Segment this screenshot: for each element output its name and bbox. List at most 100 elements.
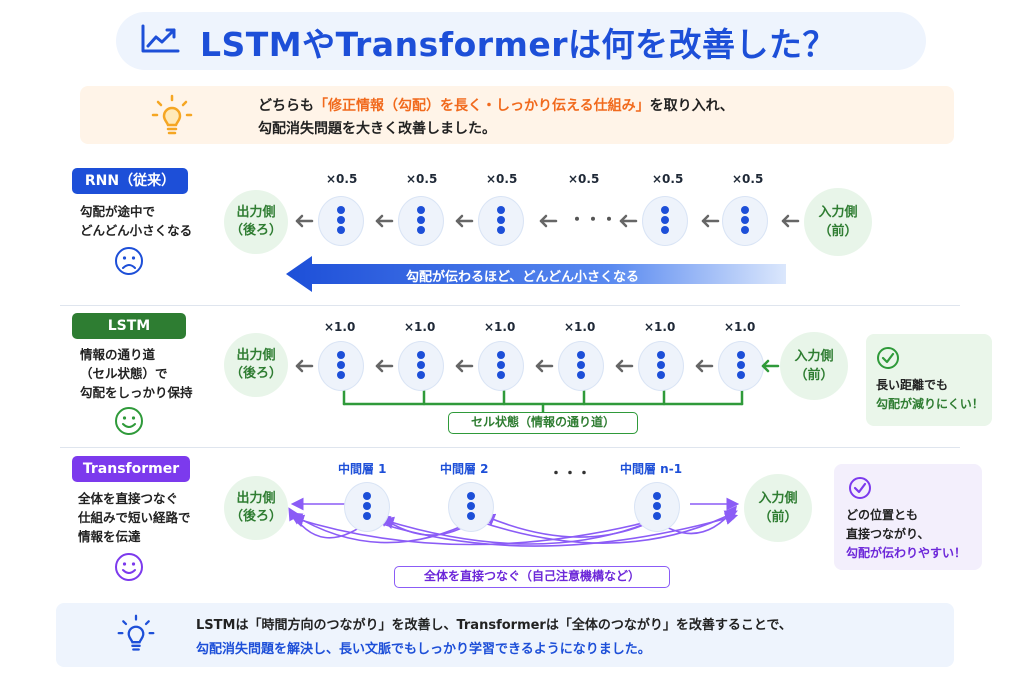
node-dot	[497, 216, 505, 224]
transformer-layer-node	[344, 482, 390, 532]
node-dot	[363, 512, 371, 520]
summary-line-1: LSTMは「時間方向のつながり」を改善し、Transformerは「全体のつなが…	[196, 618, 792, 633]
intro-text: どちらも	[258, 98, 314, 114]
node-dot	[741, 206, 749, 214]
rnn-input-node: 入力側 （前）	[804, 188, 872, 256]
left-arrow-icon	[295, 214, 314, 228]
node-dot	[417, 361, 425, 369]
left-arrow-icon	[375, 214, 394, 228]
left-arrow-icon	[615, 359, 634, 373]
section-divider	[60, 447, 960, 448]
check-circle-icon	[877, 347, 899, 369]
node-dot	[337, 351, 345, 359]
node-dot	[497, 351, 505, 359]
lstm-note-box	[866, 334, 992, 426]
page-title: LSTMやTransformerは何を改善した？	[200, 25, 837, 64]
intro-line-1: どちらも「修正情報（勾配）を長く・しっかり伝える仕組み」を取り入れ、	[258, 95, 734, 115]
node-dot	[417, 216, 425, 224]
node-dot	[741, 226, 749, 234]
lstm-hidden-node	[718, 341, 764, 391]
rnn-output-node: 出力側 （後ろ）	[224, 190, 288, 254]
summary-line-2: 勾配消失問題を解決し、長い文脈でもしっかり学習できるようになりました。	[196, 642, 651, 657]
lstm-output-node: 出力側 （後ろ）	[224, 333, 288, 397]
lstm-desc-line: （セル状態）で	[80, 366, 168, 381]
node-dot	[657, 351, 665, 359]
rnn-multiplier: ×0.5	[652, 172, 684, 186]
left-arrow-icon	[535, 359, 554, 373]
left-arrow-icon	[695, 359, 714, 373]
left-arrow-icon	[781, 214, 800, 228]
transformer-layer-node	[634, 482, 680, 532]
input-label: 入力側	[794, 349, 834, 364]
input-sublabel: （前）	[794, 368, 834, 383]
node-dot	[467, 512, 475, 520]
lstm-description: 情報の通り道 （セル状態）で 勾配をしっかり保持	[80, 345, 193, 402]
lstm-multiplier: ×1.0	[324, 320, 356, 334]
node-dot	[741, 216, 749, 224]
transformer-output-node: 出力側 （後ろ）	[224, 476, 288, 540]
node-dot	[337, 371, 345, 379]
note-line: 勾配が減りにくい！	[876, 397, 984, 411]
lstm-note-text: 長い距離でも 勾配が減りにくい！	[876, 376, 984, 414]
left-arrow-icon	[455, 359, 474, 373]
transformer-desc-line: 情報を伝達	[78, 529, 141, 544]
intro-line-2: 勾配消失問題を大きく改善しました。	[258, 121, 496, 137]
lstm-multiplier: ×1.0	[404, 320, 436, 334]
node-dot	[497, 206, 505, 214]
rnn-desc-line: どんどん小さくなる	[80, 223, 193, 238]
check-circle-icon	[849, 477, 871, 499]
rnn-multiplier: ×0.5	[326, 172, 358, 186]
transformer-layer-label: 中間層 2	[440, 462, 489, 476]
output-sublabel: （後ろ）	[229, 223, 282, 238]
lstm-badge: LSTM	[72, 313, 186, 339]
output-sublabel: （後ろ）	[229, 509, 282, 524]
node-dot	[337, 206, 345, 214]
rnn-multiplier: ×0.5	[732, 172, 764, 186]
lstm-hidden-node	[638, 341, 684, 391]
left-arrow-icon	[375, 359, 394, 373]
left-arrow-icon	[701, 214, 720, 228]
left-arrow-icon	[619, 214, 638, 228]
input-label: 入力側	[758, 491, 798, 506]
intro-highlight: 「修正情報（勾配）を長く・しっかり伝える仕組み」	[314, 98, 650, 114]
node-dot	[417, 226, 425, 234]
node-dot	[737, 351, 745, 359]
node-dot	[653, 502, 661, 510]
left-arrow-icon	[761, 359, 780, 373]
transformer-note-box	[834, 464, 982, 570]
trend-chart-icon	[141, 24, 180, 53]
rnn-hidden-node	[722, 196, 768, 246]
transformer-layer-node	[448, 482, 494, 532]
node-dot	[497, 371, 505, 379]
title-banner	[116, 12, 926, 70]
intro-text: を取り入れ、	[649, 98, 734, 114]
rnn-hidden-node	[398, 196, 444, 246]
node-dot	[417, 371, 425, 379]
gradient-vanishing-arrow	[286, 256, 786, 292]
node-dot	[653, 492, 661, 500]
lstm-hidden-node	[558, 341, 604, 391]
output-sublabel: （後ろ）	[229, 366, 282, 381]
transformer-layer-label: 中間層 n-1	[620, 462, 683, 476]
node-dot	[577, 371, 585, 379]
lstm-multiplier: ×1.0	[644, 320, 676, 334]
rnn-multiplier: ×0.5	[406, 172, 438, 186]
lstm-multiplier: ×1.0	[484, 320, 516, 334]
transformer-desc-line: 仕組みで短い経路で	[78, 510, 191, 525]
transformer-description: 全体を直接つなぐ 仕組みで短い経路で 情報を伝達	[78, 489, 191, 546]
input-label: 入力側	[818, 205, 858, 220]
lstm-hidden-node	[398, 341, 444, 391]
rnn-hidden-node	[318, 196, 364, 246]
node-dot	[661, 226, 669, 234]
node-dot	[657, 371, 665, 379]
note-line: 直接つながり、	[846, 527, 930, 541]
transformer-input-node: 入力側 （前）	[744, 474, 812, 542]
node-dot	[577, 361, 585, 369]
input-sublabel: （前）	[818, 224, 858, 239]
node-dot	[467, 502, 475, 510]
output-label: 出力側	[236, 205, 276, 220]
transformer-desc-line: 全体を直接つなぐ	[78, 491, 179, 506]
note-line: 長い距離でも	[876, 378, 949, 392]
lstm-multiplier: ×1.0	[724, 320, 756, 334]
node-dot	[737, 361, 745, 369]
